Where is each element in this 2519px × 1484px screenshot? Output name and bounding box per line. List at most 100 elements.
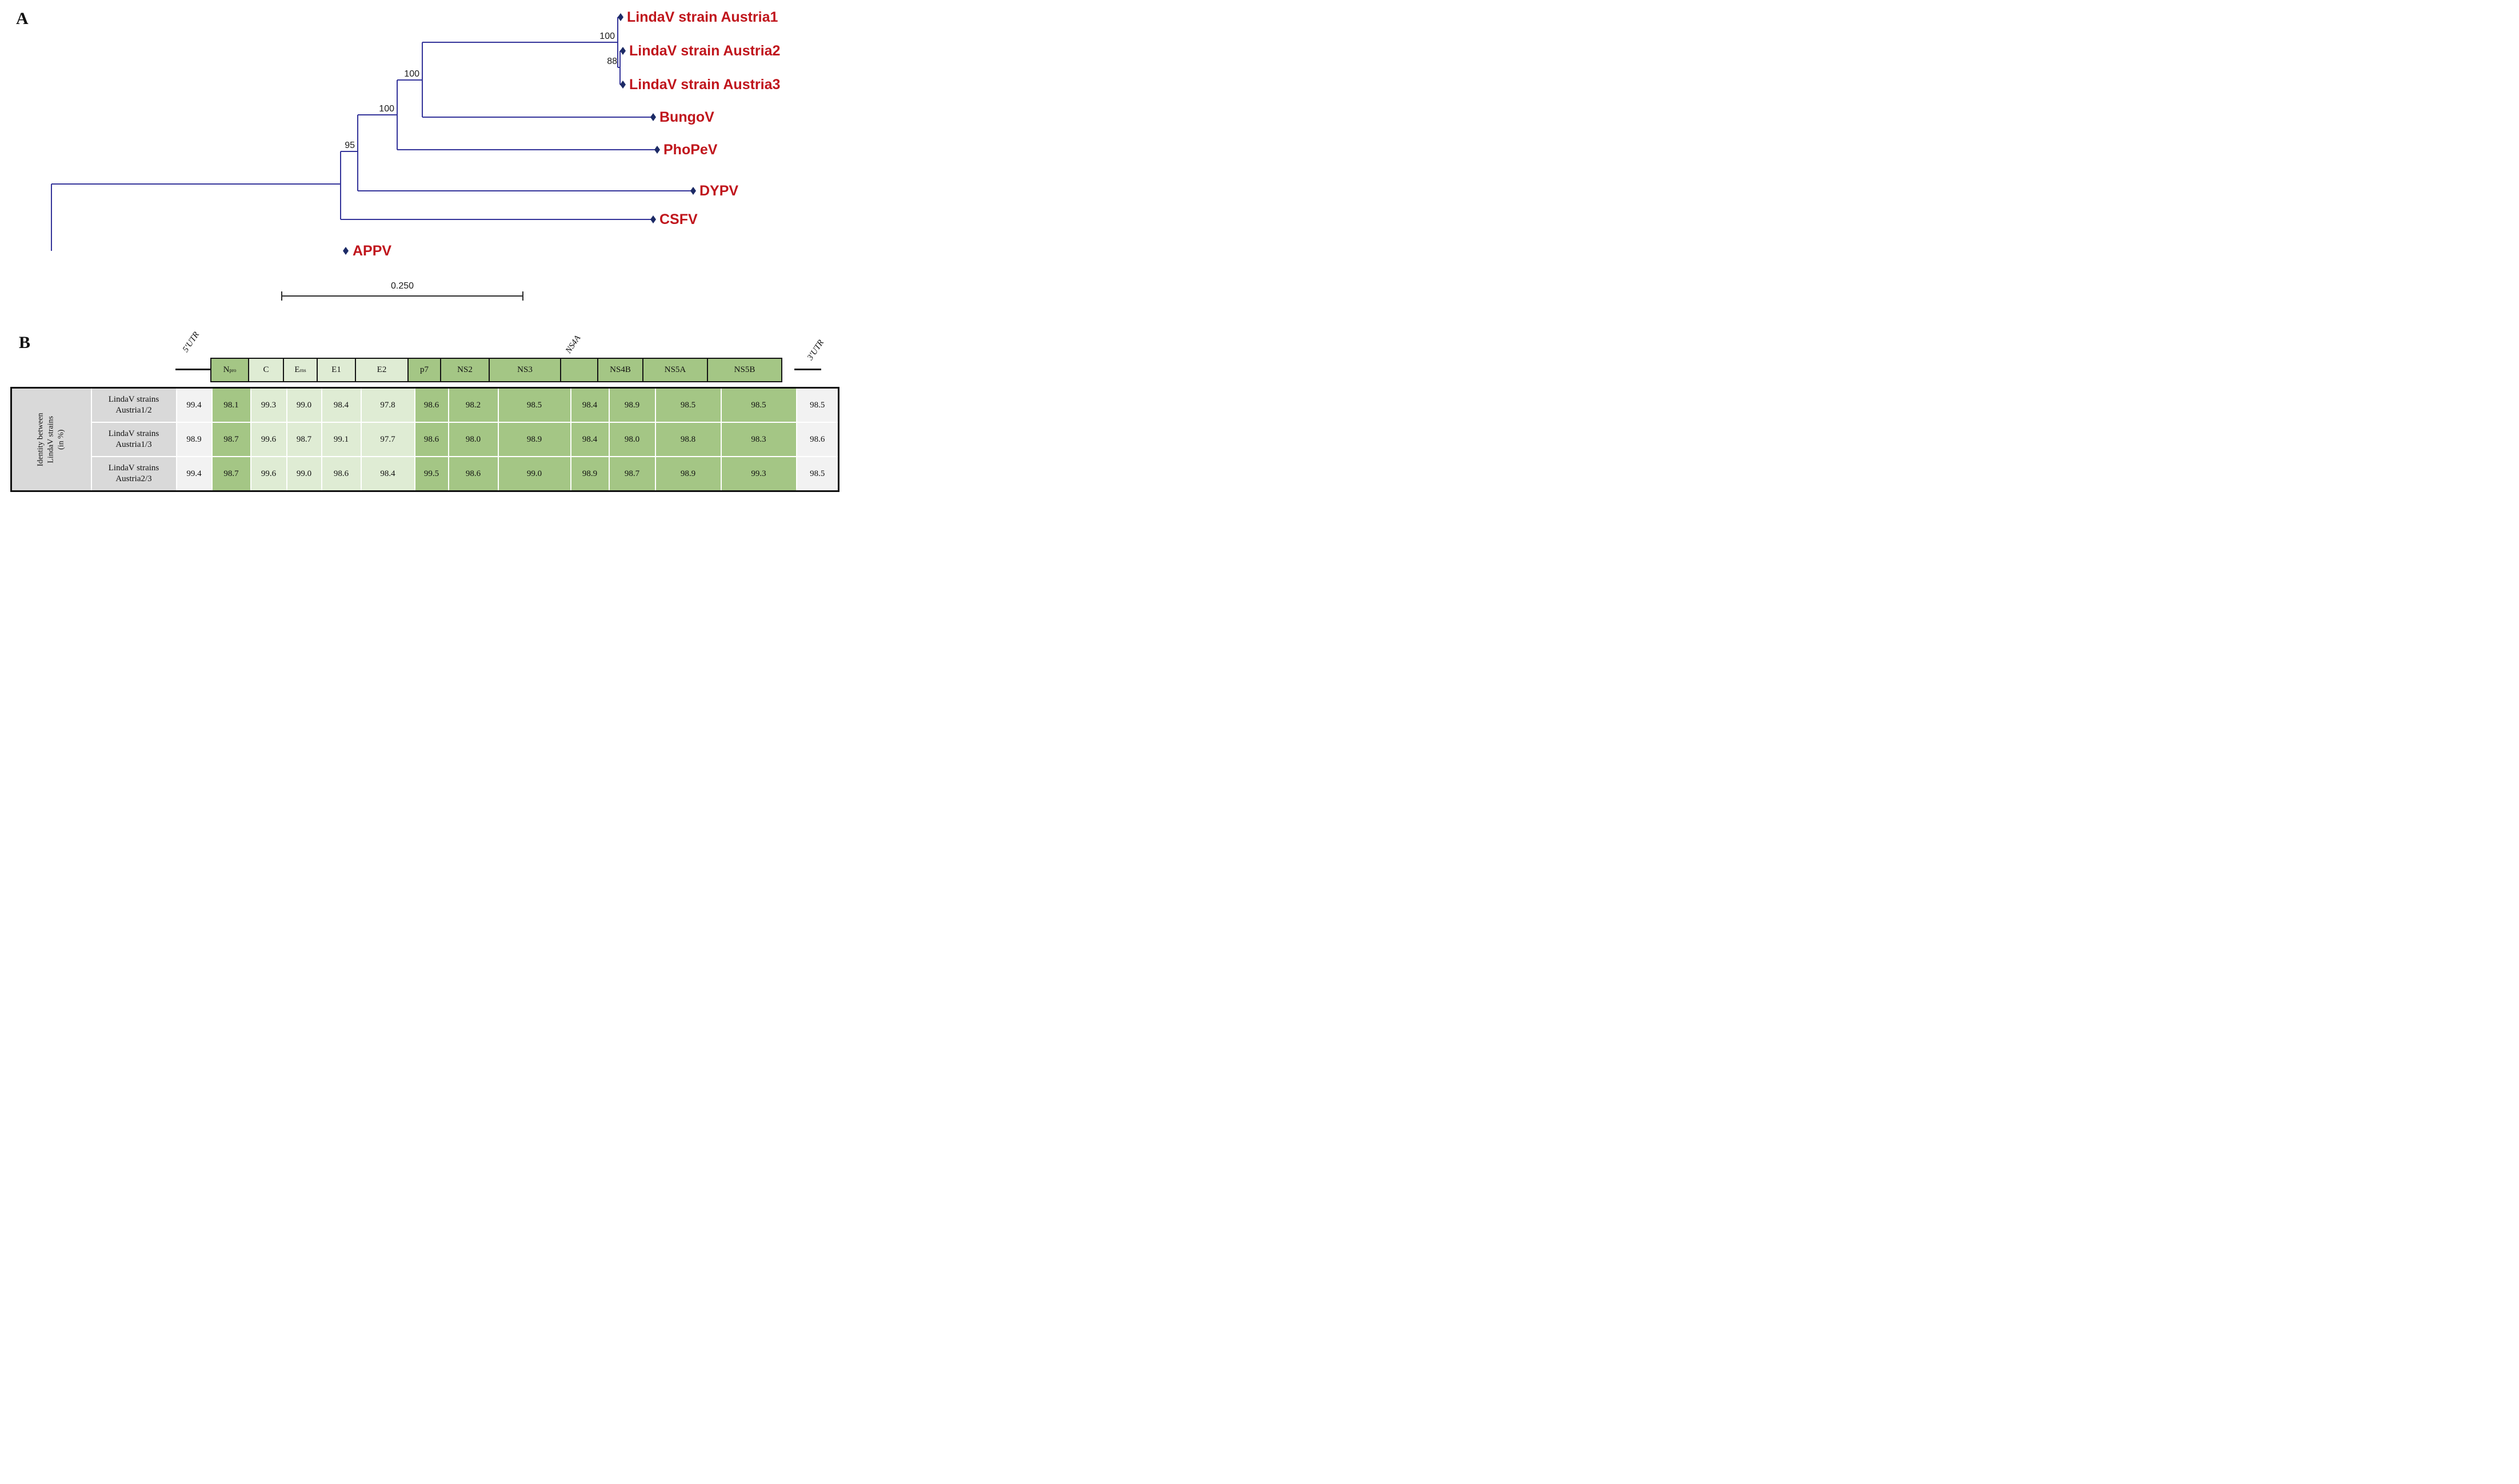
bootstrap-label: 88 [607,57,617,66]
row-name-line: Austria2/3 [115,474,152,483]
tip-diamond-icon [650,215,656,223]
table-row: LindaV strains Austria1/3 98.9 98.7 99.6… [11,422,839,457]
identity-cell: 98.3 [720,422,797,457]
bootstrap-label: 100 [599,31,615,41]
identity-cell: 99.0 [497,456,571,492]
identity-cell: 98.1 [211,387,251,423]
identity-cell: 98.8 [654,422,722,457]
identity-cell: 98.6 [414,387,449,423]
tip-diamond-icon [690,187,696,195]
identity-cell: 99.4 [175,387,213,423]
identity-cell: 99.0 [286,456,322,492]
identity-cell: 98.7 [211,456,251,492]
tip-diamond-icon [343,247,349,255]
genome-segment-ns5a: NS5A [642,358,708,382]
identity-cell: 98.7 [608,456,656,492]
tip-markers [343,13,696,255]
segment-label: NS2 [457,365,473,374]
table-row: LindaV strains Austria2/3 99.4 98.7 99.6… [11,456,839,492]
genome-segment-c: C [248,358,284,382]
identity-cell: 98.0 [447,422,499,457]
identity-cell: 98.4 [360,456,415,492]
identity-cell: 99.0 [286,387,322,423]
scale-bar: 0.250 [281,281,523,301]
identity-cell: 97.7 [360,422,415,457]
identity-cell: 98.5 [795,387,839,423]
identity-cell: 98.7 [211,422,251,457]
taxon-label-csfv: CSFV [659,211,698,227]
scale-bar-label: 0.250 [391,281,414,291]
identity-cell: 98.6 [447,456,499,492]
row-name-line: LindaV strains [108,395,159,405]
segment-label: NS3 [517,365,533,374]
identity-cell: 99.5 [414,456,449,492]
genome-backbone-left [175,369,211,370]
identity-cell: 98.9 [570,456,610,492]
bootstrap-labels: 100 88 100 100 95 [345,31,617,150]
row-name: LindaV strains Austria1/2 [90,387,177,423]
genome-3utr-label: 3′UTR [805,338,826,362]
identity-cell: 98.5 [795,456,839,492]
group-label-line: LindaV strains [46,415,55,463]
row-name-line: Austria1/2 [115,406,152,415]
identity-cell: 97.8 [360,387,415,423]
genome-segment-ns5b: NS5B [707,358,782,382]
tree-branches [51,17,691,251]
figure-page: A [0,0,840,495]
row-name: LindaV strains Austria1/3 [90,422,177,457]
genome-segment-ns3: NS3 [489,358,561,382]
genome-segment-e1: E1 [317,358,356,382]
genome-segment-ns2: NS2 [440,358,490,382]
row-name: LindaV strains Austria2/3 [90,456,177,492]
taxon-label-phopev: PhoPeV [663,142,718,158]
tip-diamond-icon [654,146,660,154]
row-name-line: LindaV strains [108,429,159,439]
segment-label: N [223,365,230,374]
identity-cell: 98.4 [321,387,362,423]
taxon-labels: LindaV strain Austria1 LindaV strain Aus… [353,9,780,259]
row-name-line: LindaV strains [108,463,159,473]
segment-label: E [294,365,300,374]
segment-label: C [263,365,269,374]
panel-a-letter: A [16,9,29,28]
panel-b-letter: B [19,333,31,352]
identity-cell: 98.6 [321,456,362,492]
taxon-label-appv: APPV [353,243,391,259]
segment-label: E2 [377,365,387,374]
identity-cell: 99.3 [720,456,797,492]
row-group-label: Identity between LindaV strains (in %) [10,387,92,492]
bootstrap-label: 100 [379,104,394,114]
genome-segment-e2: E2 [355,358,409,382]
identity-cell: 98.4 [570,422,610,457]
identity-cell: 98.5 [497,387,571,423]
identity-cell: 98.5 [720,387,797,423]
group-label-line: Identity between [36,413,45,466]
bootstrap-label: 100 [404,69,419,79]
table-row: Identity between LindaV strains (in %) L… [10,387,839,492]
taxon-label-dypv: DYPV [699,183,738,199]
row-name-line: Austria1/3 [115,440,152,449]
identity-cell: 98.9 [497,422,571,457]
identity-cell: 98.9 [654,456,722,492]
genome-segment-p7: p7 [407,358,441,382]
genome-segment-ns4b: NS4B [597,358,643,382]
segment-label: NS5A [664,365,686,374]
identity-cell: 98.6 [795,422,839,457]
identity-cell: 98.5 [654,387,722,423]
segment-label: NS4B [610,365,631,374]
taxon-label-bungov: BungoV [659,109,714,125]
identity-cell: 98.9 [175,422,213,457]
segment-label: NS5B [734,365,755,374]
segment-label: E1 [331,365,341,374]
identity-cell: 99.6 [250,456,287,492]
genome-5utr-label: 5′UTR [181,330,202,354]
identity-cell: 99.3 [250,387,287,423]
group-label-line: (in %) [57,429,66,450]
phylogenetic-tree-panel: A [16,9,780,301]
genome-backbone-right [794,369,821,370]
tip-diamond-icon [650,113,656,121]
identity-cell: 98.2 [447,387,499,423]
